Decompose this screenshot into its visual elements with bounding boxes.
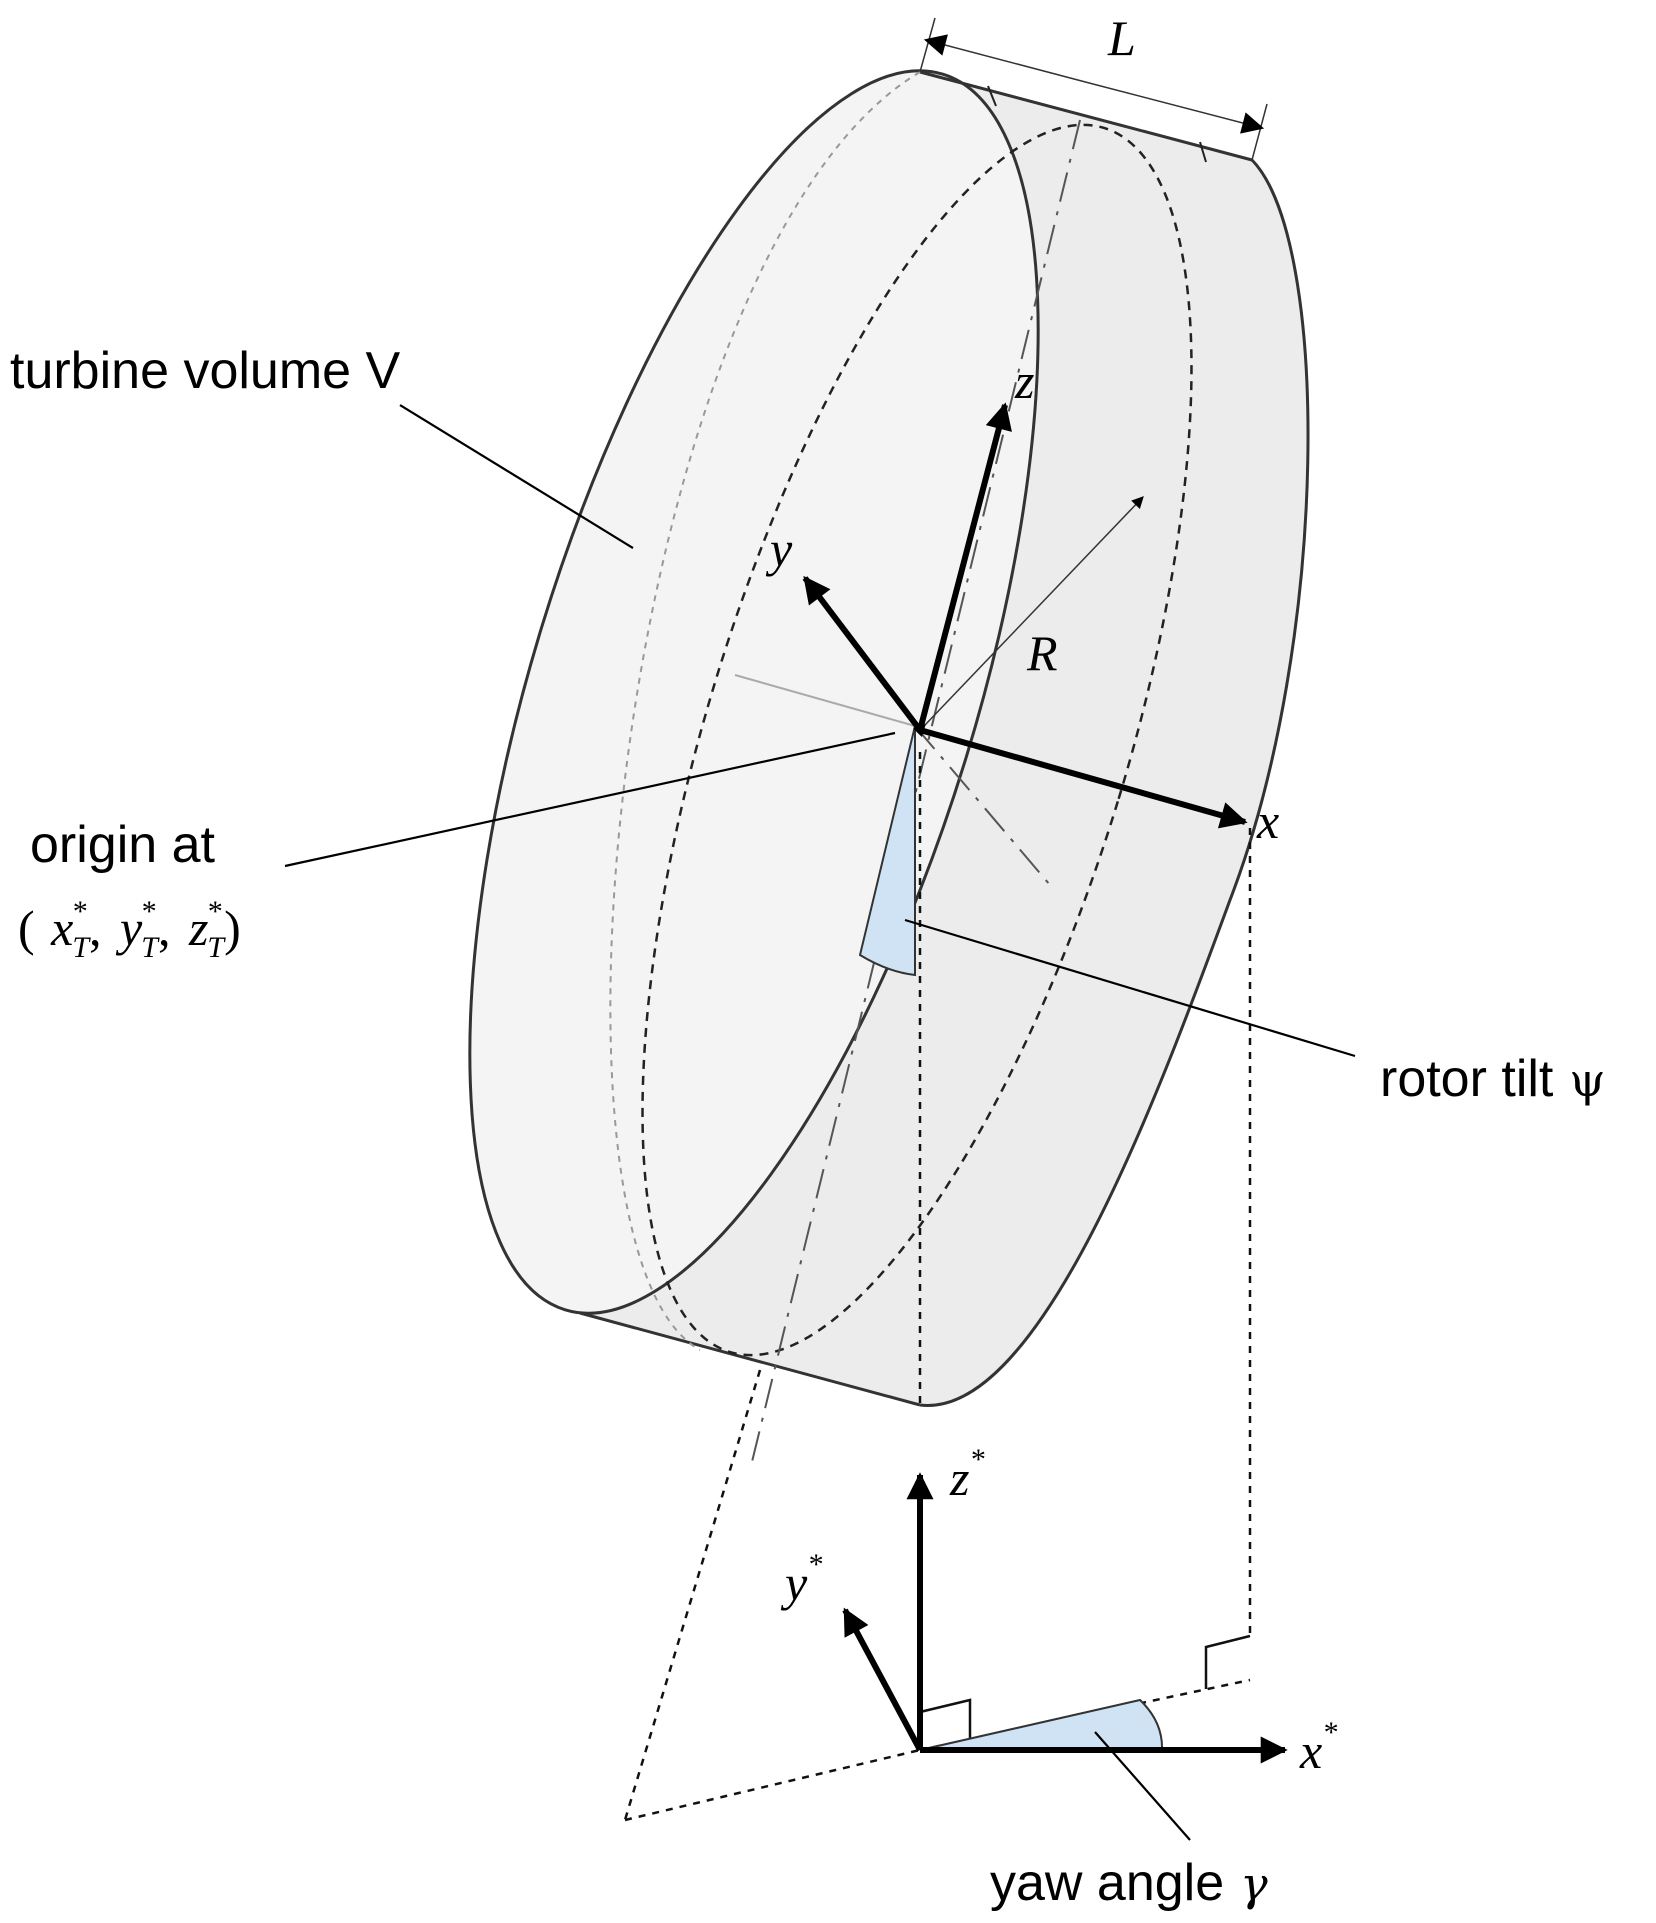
rotor-tilt-leader	[904, 918, 1356, 1058]
radius-arrow	[913, 496, 1144, 737]
label-x-star: x*	[1299, 1716, 1337, 1779]
diagonal-centerline	[914, 725, 1051, 886]
center-lines	[734, 119, 1081, 1471]
label-origin-coords: ( x*T, y*T, z*T)	[18, 895, 241, 964]
origin-leader	[284, 731, 896, 868]
right-angle-marker-projection	[1204, 1634, 1251, 1689]
y-star-axis-arrow	[842, 1607, 923, 1752]
length-dimension	[919, 17, 1268, 163]
label-y: y	[765, 521, 793, 577]
l-tick-right	[1199, 141, 1207, 163]
cylinder-top-edge	[919, 70, 1253, 162]
turbine-volume-leader	[399, 404, 634, 549]
leader-lines	[284, 404, 1356, 1841]
ground-baseline	[624, 1748, 921, 1822]
label-z-star: z*	[949, 1443, 984, 1506]
y-axis-arrow	[802, 575, 923, 732]
label-z: z	[1014, 353, 1034, 409]
ground-axes	[842, 1472, 1288, 1764]
yaw-angle-leader	[1094, 1731, 1191, 1841]
l-dimension-line-right	[1092, 83, 1265, 134]
rotor-tilt-angle-wedge	[858, 725, 916, 977]
l-dimension-line	[923, 34, 1094, 85]
cylinder-left-face	[468, 69, 1040, 1315]
label-r: R	[1026, 625, 1058, 681]
rotor-disc-ellipse	[641, 123, 1193, 1357]
label-x: x	[1256, 793, 1279, 849]
label-turbine-volume: turbine volume V	[10, 342, 401, 400]
label-l: L	[1107, 10, 1136, 66]
l-tick-left	[987, 85, 997, 107]
rotor-axis-centerline	[749, 119, 1081, 1471]
cylinder-right-outline	[919, 158, 1310, 1407]
label-y-star: y*	[780, 1548, 822, 1611]
l-extension-right	[1251, 103, 1268, 161]
label-origin-at: origin at	[30, 816, 216, 874]
rotor-axes	[802, 402, 1248, 829]
right-angle-marker-origin	[919, 1698, 972, 1740]
x-axis-arrow	[919, 727, 1248, 829]
cylinder-bottom-edge	[579, 1311, 921, 1407]
left-face-hidden-edge	[609, 71, 921, 1351]
horizontal-reference-line	[734, 674, 916, 727]
projection-to-ground	[623, 1369, 762, 1821]
l-extension-left	[919, 17, 936, 73]
turbine-cylinder	[468, 69, 1310, 1407]
yaw-angle-wedge	[919, 1698, 1164, 1751]
